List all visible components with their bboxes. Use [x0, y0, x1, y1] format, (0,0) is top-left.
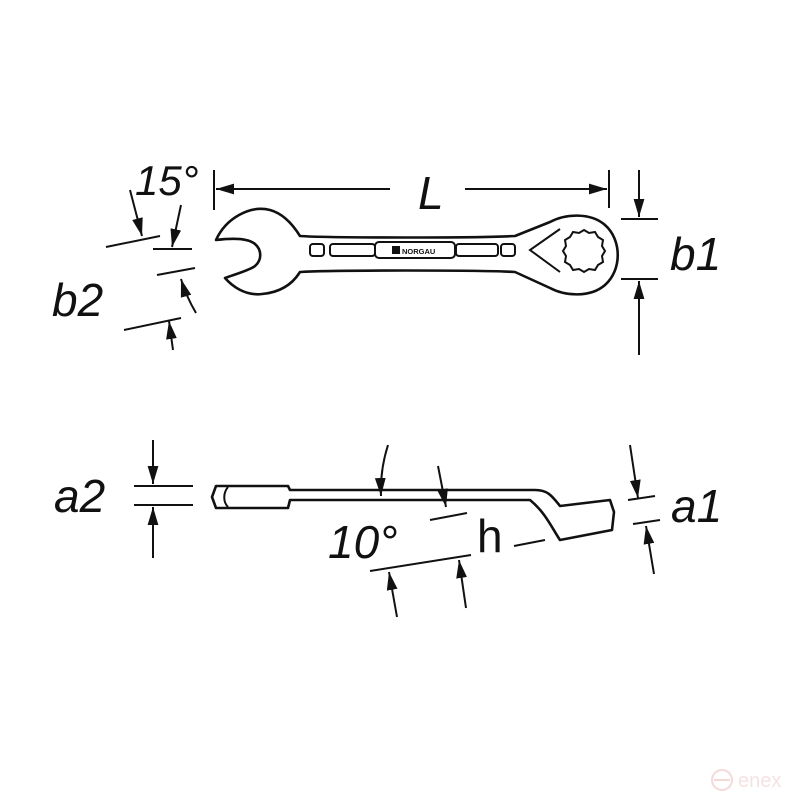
ring-end-thickness-label: a1: [671, 480, 722, 532]
ring-end-width-label: b1: [670, 228, 721, 280]
ring-end-width-dimension: b1: [621, 170, 721, 355]
open-end-thickness-dimension: a2: [54, 440, 193, 558]
watermark: enex: [711, 769, 781, 792]
angle-head-label: 15°: [135, 157, 199, 204]
side-view: a2 10° h: [54, 440, 722, 618]
open-end-width-label: b2: [52, 274, 103, 326]
top-view: L 15° b2 NORGAU: [52, 157, 721, 355]
offset-angle-label: 10°: [328, 516, 398, 568]
ring-end-thickness-dimension: a1: [627, 444, 722, 575]
length-label: L: [418, 167, 444, 219]
wrench-top-outline: NORGAU: [214, 207, 619, 296]
offset-height-label: h: [477, 510, 503, 562]
brand-label: NORGAU: [402, 247, 435, 256]
watermark-text: enex: [738, 770, 781, 792]
offset-height-dimension: h: [369, 510, 546, 618]
watermark-logo-icon: [711, 769, 733, 791]
angle-15-dimension: 15°: [105, 157, 199, 250]
length-dimension: L: [213, 167, 610, 219]
wrench-side-outline: [210, 484, 616, 542]
ring-12-point-opening: [561, 228, 607, 274]
open-end-thickness-label: a2: [54, 470, 105, 522]
angle-10-dimension: 10°: [328, 444, 468, 568]
open-end-width-dimension: b2: [52, 267, 197, 351]
